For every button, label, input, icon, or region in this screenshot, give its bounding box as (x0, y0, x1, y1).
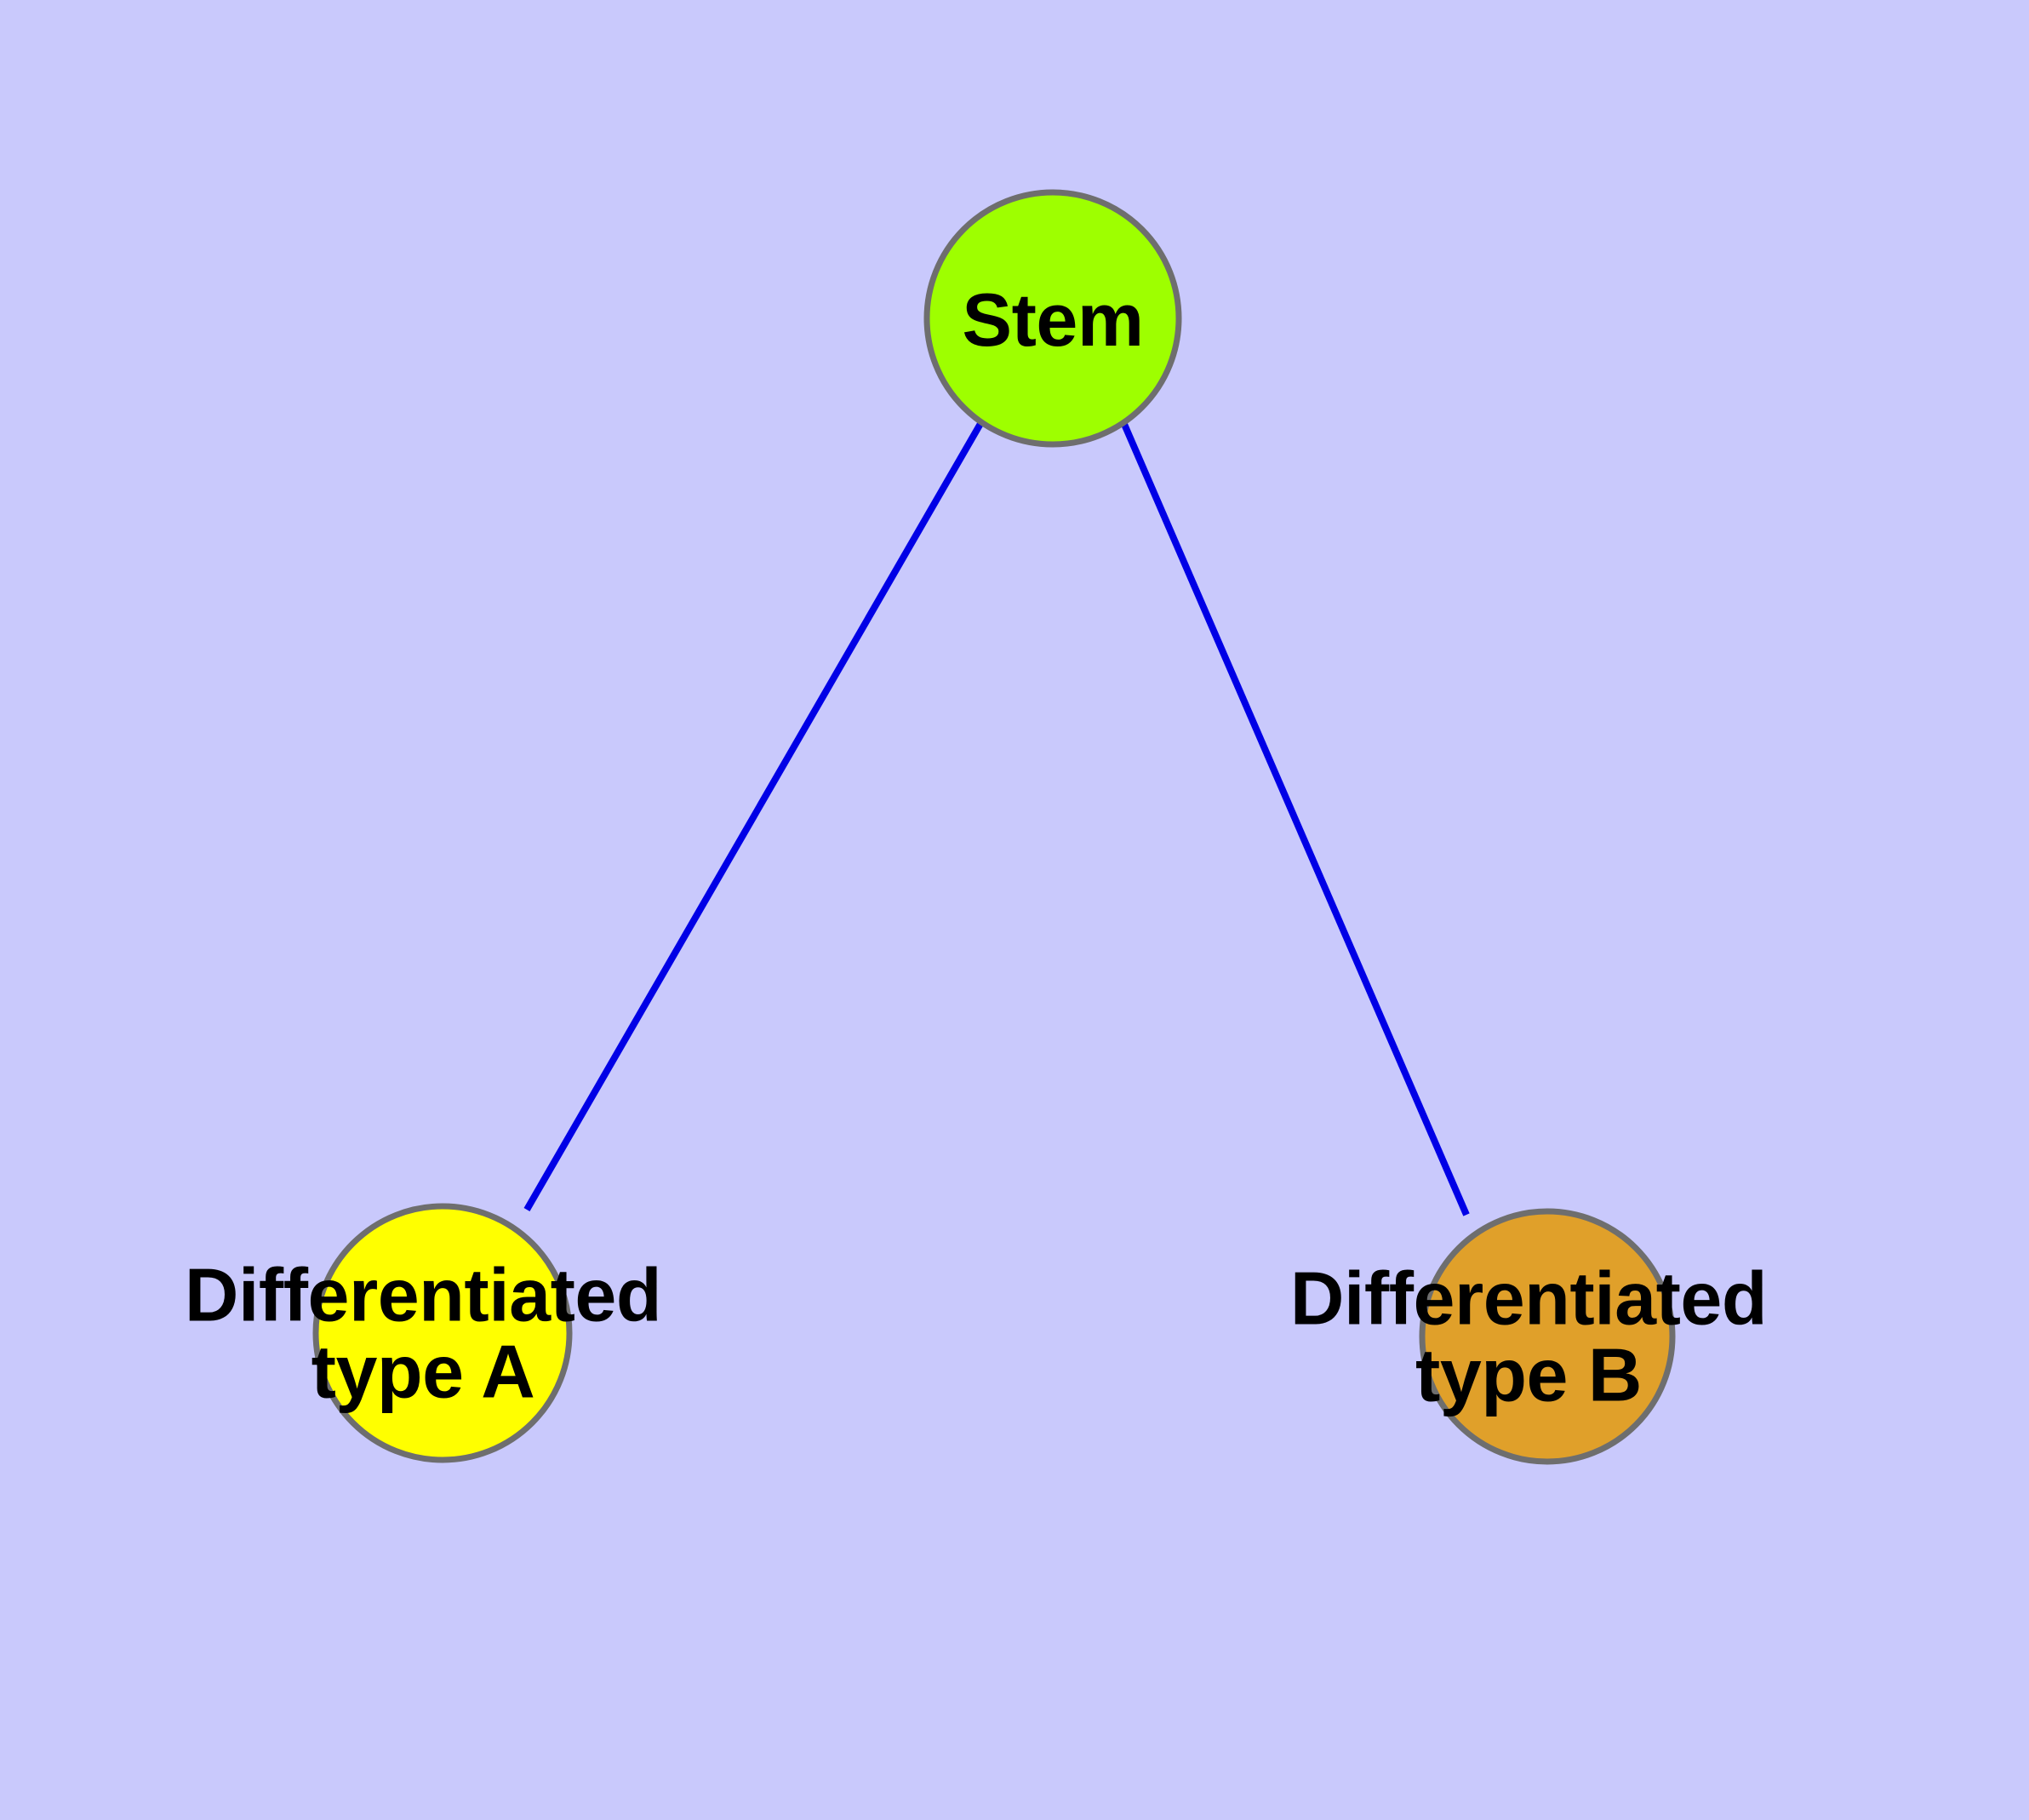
edge-stem-to-diff-b[interactable] (1120, 421, 1470, 1216)
edge-stem-to-diff-a[interactable] (523, 421, 985, 1211)
node-differentiated-type-b[interactable] (1419, 1208, 1676, 1465)
node-stem[interactable] (923, 189, 1182, 448)
edge-layer (523, 421, 1470, 1216)
node-differentiated-type-a[interactable] (312, 1203, 573, 1463)
node-layer (312, 189, 1676, 1465)
